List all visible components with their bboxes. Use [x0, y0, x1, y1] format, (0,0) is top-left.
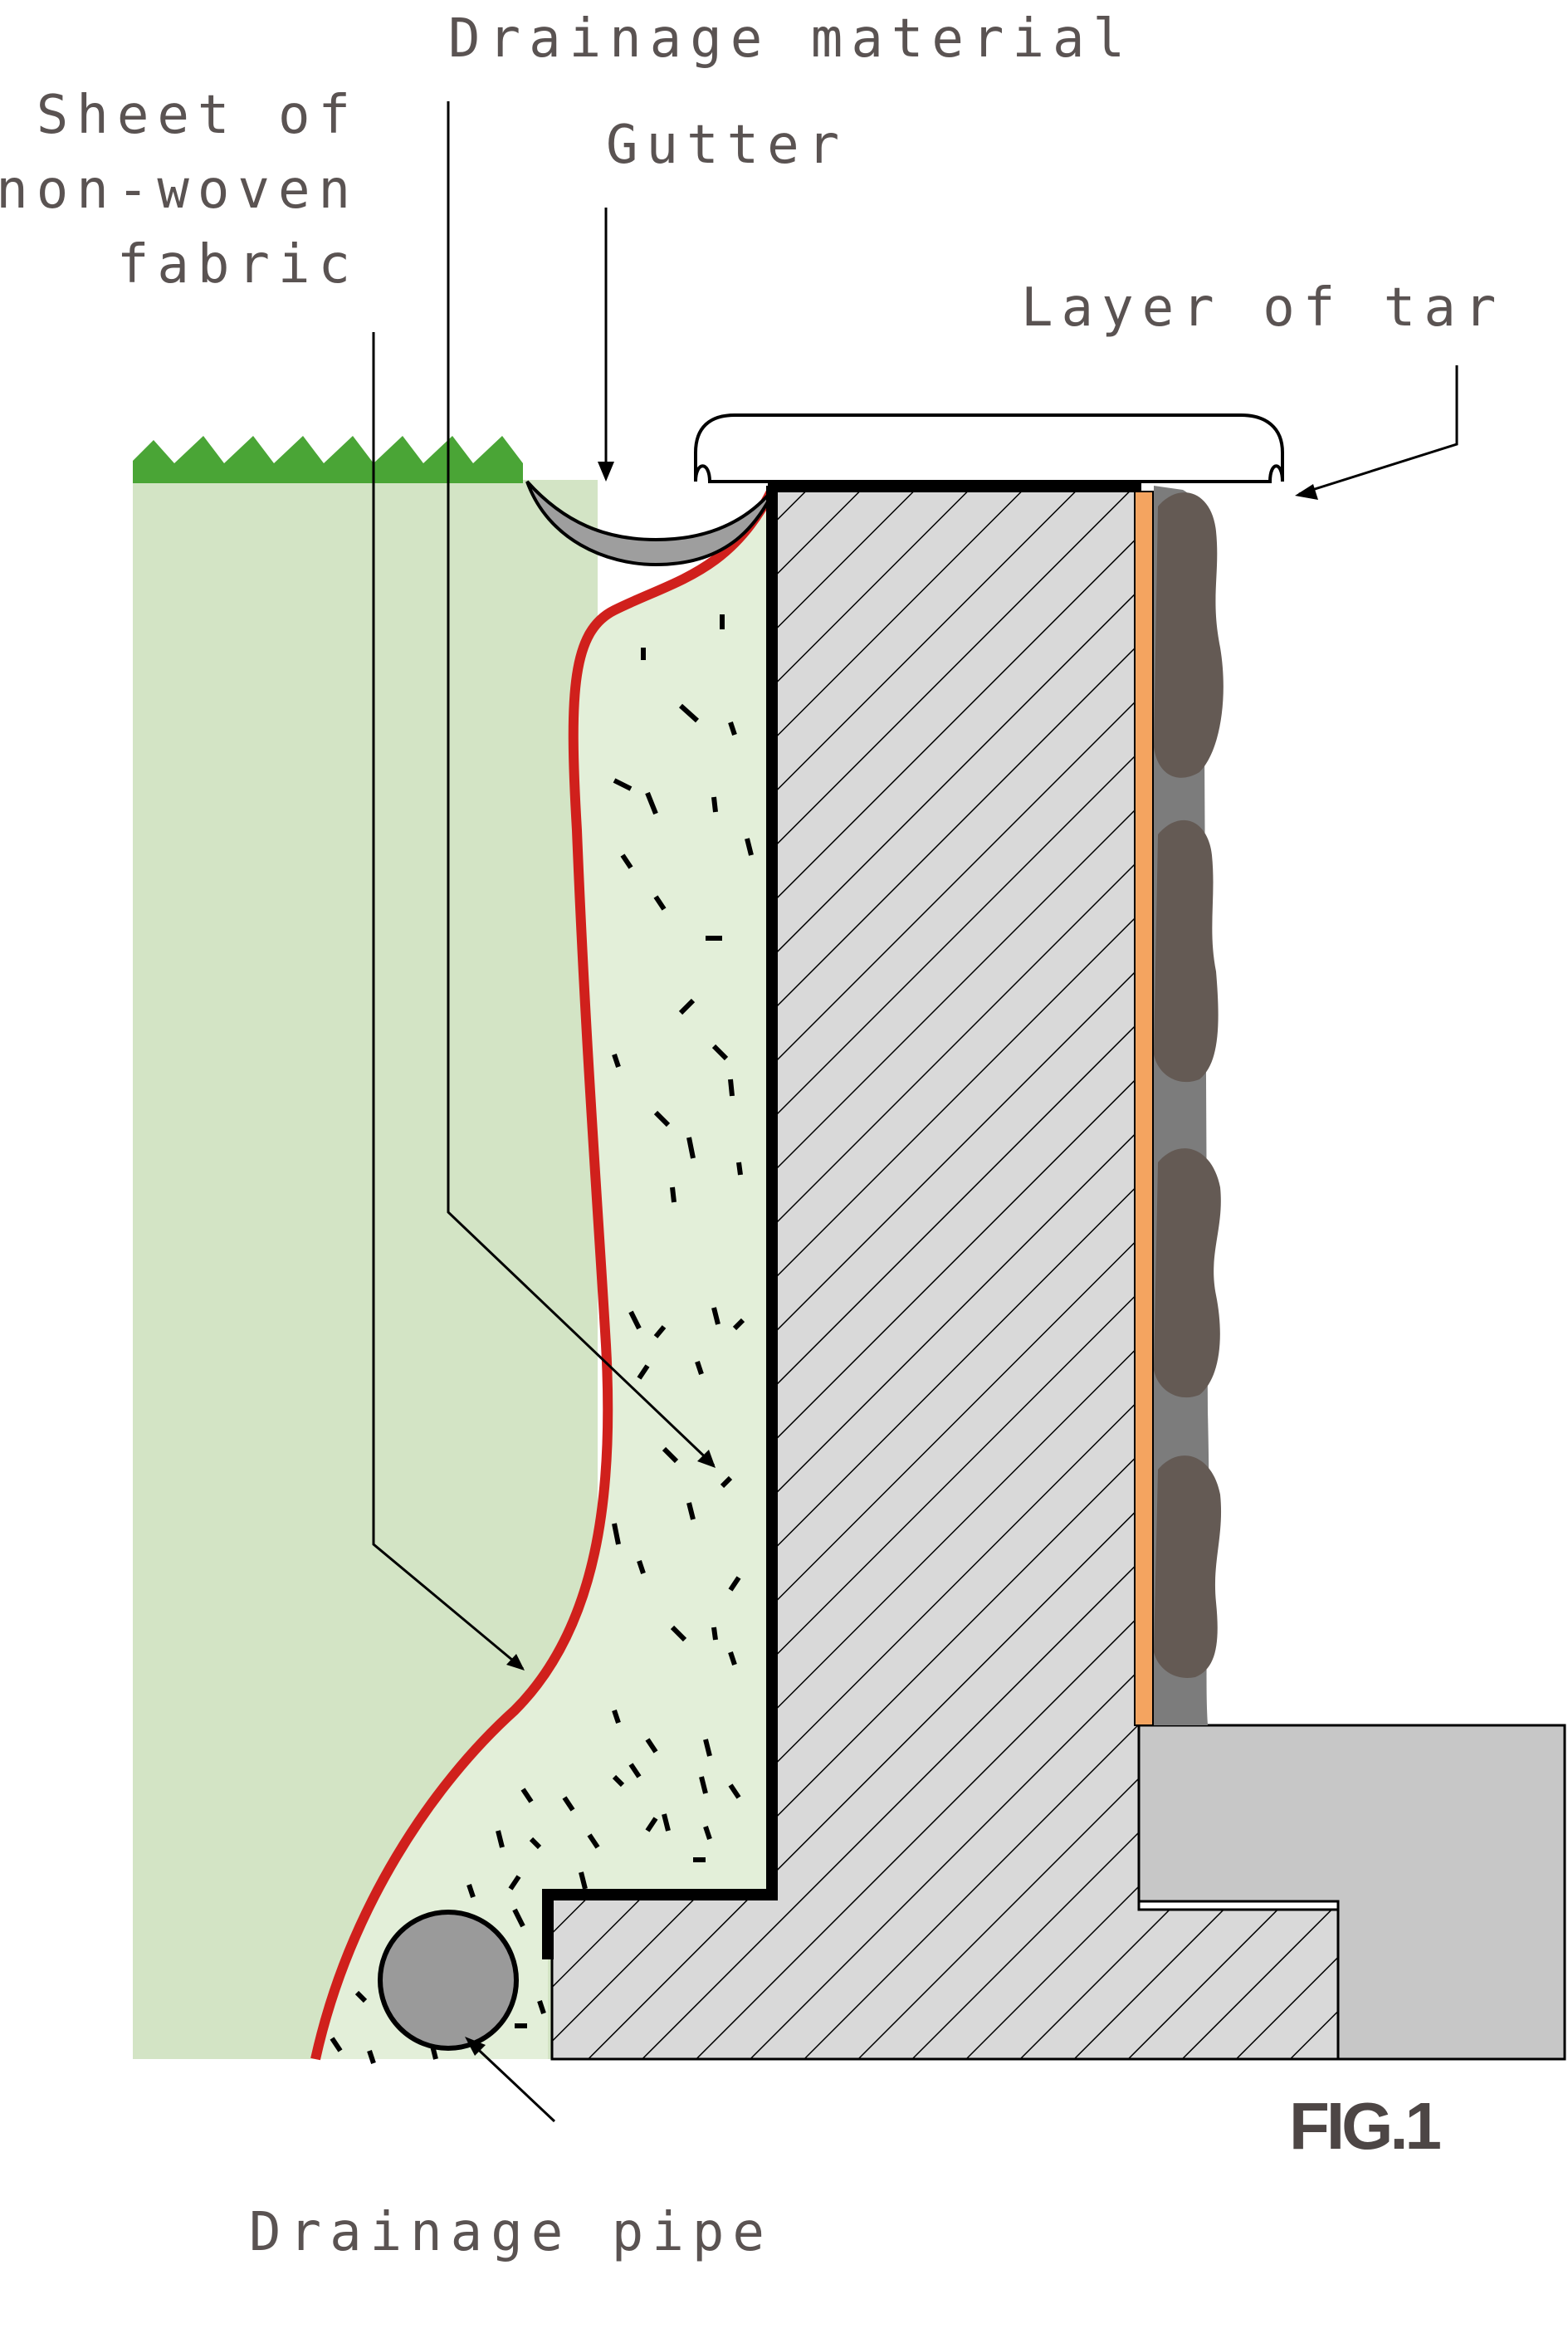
stone-bedding [1154, 486, 1209, 1725]
drainage-pipe [378, 1910, 519, 2051]
label-drainage-pipe: Drainage pipe [249, 2202, 773, 2263]
grass [133, 436, 523, 483]
drainage-fill [315, 490, 772, 2059]
pipe-leader [467, 2039, 556, 2123]
fabric-leader [372, 332, 524, 1671]
arrowhead [465, 2037, 486, 2056]
stone [1154, 492, 1224, 778]
label-sheet-line2: non-woven [0, 159, 359, 221]
wall-facing-stones [1154, 492, 1224, 1678]
leader-lines [372, 101, 1458, 2123]
arrowhead [506, 1654, 525, 1671]
label-drainage-material: Drainage material [448, 8, 1133, 70]
non-woven-fabric-sheet [310, 487, 777, 2061]
label-layer-of-tar: Layer of tar [1021, 277, 1504, 339]
coping-stone [694, 413, 1284, 483]
arrowhead [598, 462, 614, 482]
tar-leader [1298, 365, 1458, 496]
drainage-material-leader [447, 101, 716, 1467]
label-sheet-line3: fabric [117, 234, 359, 296]
footing-slab [1137, 1724, 1566, 2061]
arrowhead [697, 1450, 716, 1468]
stone [1154, 1455, 1222, 1678]
arrowhead [1295, 484, 1318, 500]
label-gutter: Gutter [606, 115, 848, 176]
waterproof-membrane [542, 486, 778, 1959]
leader-arrowheads [465, 462, 1318, 2056]
label-sheet-line1: Sheet of [37, 85, 359, 146]
stone [1154, 1148, 1221, 1398]
tar-layer [1134, 491, 1154, 1726]
figure-label: FIG.1 [1289, 2089, 1441, 2163]
gravel-specks [330, 614, 754, 2064]
stone [1154, 819, 1219, 1083]
